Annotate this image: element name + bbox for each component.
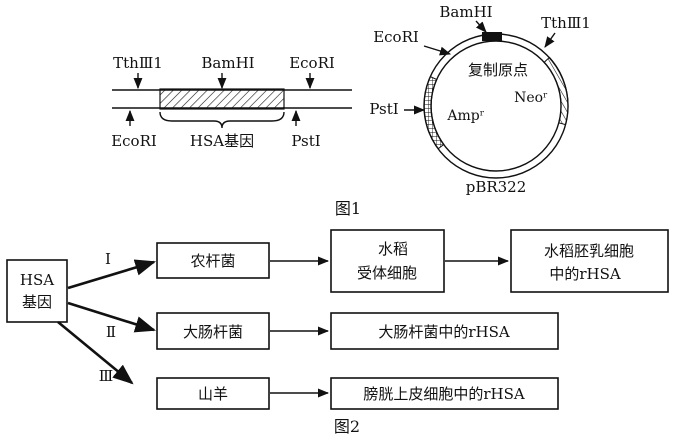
ori-label: 复制原点 bbox=[468, 61, 528, 79]
route1-product-box bbox=[510, 229, 669, 293]
route3-host-label: 山羊 bbox=[198, 385, 228, 403]
neo-resistance-gene bbox=[543, 56, 569, 126]
plasmid-name: pBR322 bbox=[466, 178, 527, 196]
route2-host-label: 大肠杆菌 bbox=[183, 323, 243, 341]
hsa-gene-box bbox=[6, 259, 68, 323]
route2-product-label: 大肠杆菌中的rHSA bbox=[378, 323, 510, 341]
flow-diagram: HSA 基因 Ⅰ 农杆菌 水稻 受体细胞 水稻胚乳细胞 中的rHSA Ⅱ 大肠杆… bbox=[6, 229, 669, 410]
site-label-bamh-top: BamHⅠ bbox=[201, 54, 254, 72]
route3-product-label: 膀胱上皮细胞中的rHSA bbox=[363, 385, 525, 403]
route2-arrow bbox=[67, 301, 156, 333]
route1-numeral: Ⅰ bbox=[105, 250, 111, 268]
plasmid-site-bamh: BamHⅠ bbox=[439, 3, 492, 21]
route1-product-line2: 中的rHSA bbox=[549, 265, 621, 283]
neo-label: Neoʳ bbox=[514, 90, 548, 106]
plasmid-arrow-ecor bbox=[423, 45, 452, 56]
figure2-caption: 图2 bbox=[334, 417, 360, 436]
hsa-gene-label: HSA基因 bbox=[190, 132, 254, 150]
route1-product-line1: 水稻胚乳细胞 bbox=[544, 242, 634, 260]
route3-arrow bbox=[57, 320, 134, 385]
route1-host-label: 农杆菌 bbox=[190, 252, 235, 270]
hsa-gene-box-line2: 基因 bbox=[22, 293, 52, 311]
route1-middle-line2: 受体细胞 bbox=[357, 264, 417, 282]
plasmid-arrow-tth bbox=[544, 32, 556, 48]
route1-middle-box bbox=[330, 229, 445, 293]
plasmid-pbr322: BamHⅠ EcoRⅠ TthⅢ1 PstⅠ 复制原点 Neoʳ Ampʳ pB… bbox=[369, 3, 591, 196]
site-label-pst-bottom: PstⅠ bbox=[291, 132, 320, 150]
route1-arrow bbox=[67, 259, 156, 290]
route3-product-box bbox=[330, 377, 559, 410]
plasmid-arrow-bamh bbox=[475, 20, 487, 33]
route2-host-box bbox=[156, 312, 270, 350]
gene-fragment: TthⅢ1 BamHⅠ EcoRⅠ EcoRⅠ PstⅠ HSA基因 bbox=[111, 54, 352, 150]
route1-host-box bbox=[156, 242, 270, 279]
route3-numeral: Ⅲ bbox=[99, 367, 113, 385]
plasmid-site-tth: TthⅢ1 bbox=[541, 14, 591, 32]
plasmid-ring-outer bbox=[423, 33, 569, 179]
figure1-caption: 图1 bbox=[335, 199, 361, 218]
route2-product-box bbox=[330, 312, 559, 350]
plasmid-site-ecor: EcoRⅠ bbox=[373, 28, 419, 46]
site-label-ecor-bottom: EcoRⅠ bbox=[111, 132, 157, 150]
amp-label: Ampʳ bbox=[446, 108, 484, 124]
hsa-gene-region bbox=[159, 88, 285, 110]
route1-middle-line1: 水稻 bbox=[378, 240, 408, 258]
bamh-site-marker bbox=[482, 32, 502, 41]
plasmid-site-pst: PstⅠ bbox=[369, 100, 398, 118]
site-label-ecor-top: EcoRⅠ bbox=[289, 54, 335, 72]
route3-host-box bbox=[156, 377, 270, 410]
route2-numeral: Ⅱ bbox=[106, 323, 116, 341]
gene-brace bbox=[159, 111, 285, 129]
amp-resistance-gene bbox=[423, 76, 445, 150]
hsa-gene-box-line1: HSA bbox=[20, 271, 54, 289]
site-label-tth-top: TthⅢ1 bbox=[113, 54, 163, 72]
